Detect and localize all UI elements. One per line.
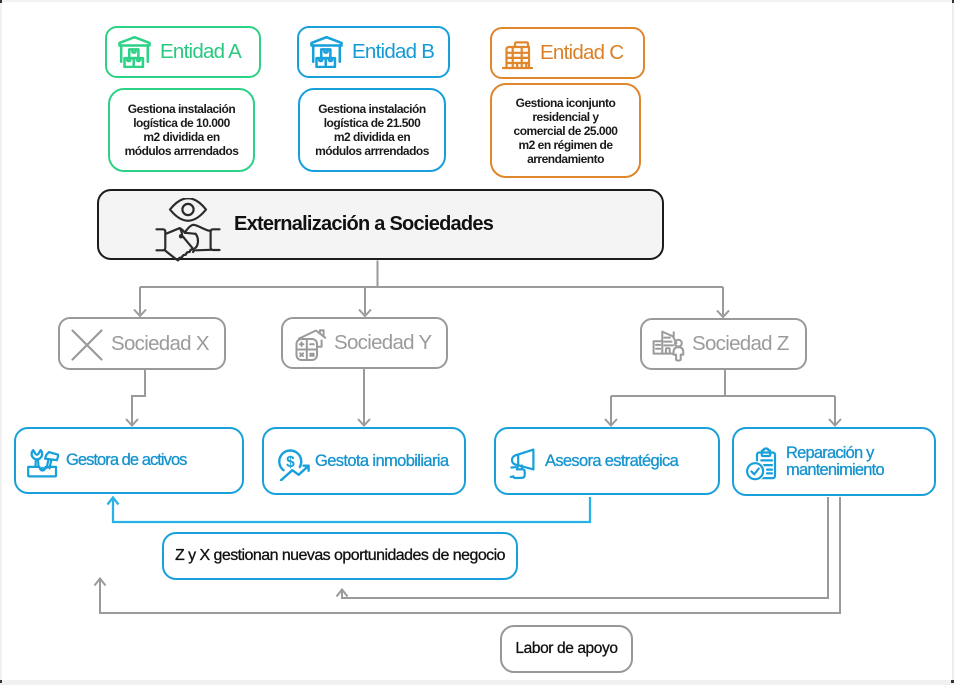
svg-text:$: $ xyxy=(286,454,295,471)
